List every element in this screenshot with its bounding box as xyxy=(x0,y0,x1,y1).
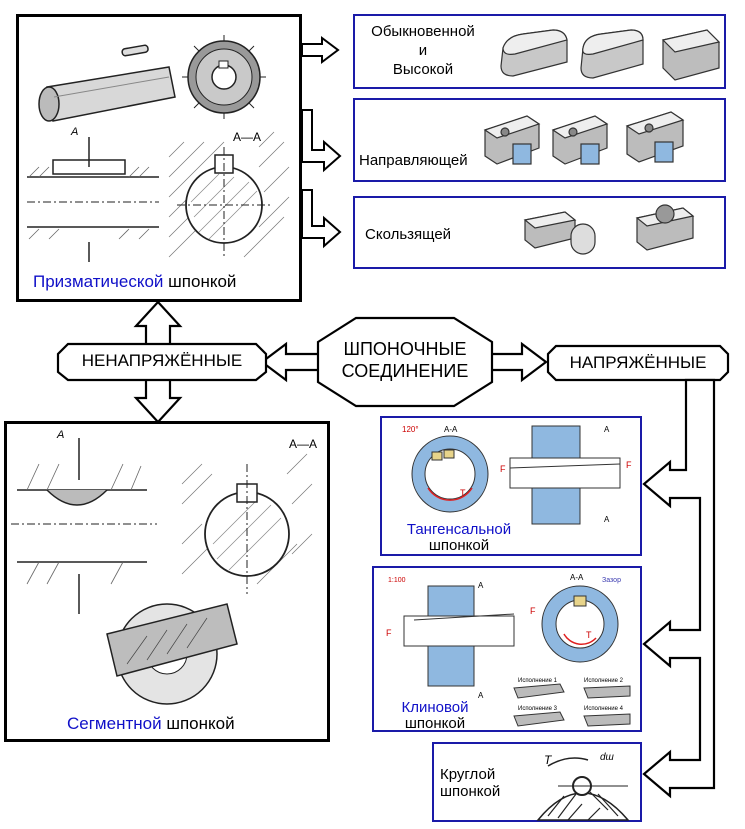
wedge-variant-4: Исполнение 4 xyxy=(584,706,624,712)
hub-line2: СОЕДИНЕНИЕ xyxy=(341,361,469,381)
sliding-key-label: Скользящей xyxy=(365,226,452,243)
prismatic-key-illustration: A A—A xyxy=(27,35,290,262)
wedge-cut-bottom: A xyxy=(478,691,484,700)
wedge-caption: Клиновой шпонкой xyxy=(390,700,480,732)
wedge-force-right: F xyxy=(530,606,536,616)
right-node-shape xyxy=(546,344,730,382)
tangential-caption-colored: Тангенсальной xyxy=(406,521,512,538)
prismatic-key-box: A A—A Призматической шпонкой xyxy=(16,14,302,302)
wedge-variant-1: Исполнение 1 xyxy=(518,678,558,684)
hub-line1: ШПОНОЧНЫЕ xyxy=(343,339,467,359)
ordinary-line3: Высокой xyxy=(392,61,454,78)
round-dim-label: dш xyxy=(600,752,615,763)
wedge-slope-label: 1:100 xyxy=(388,577,406,584)
wedge-key-illustration: 1:100 F F A A A-A Зазор T Исполнение 1 И… xyxy=(386,573,631,727)
ordinary-key-images xyxy=(500,29,721,81)
prismatic-caption: Призматической шпонкой xyxy=(33,272,236,292)
tangential-key-illustration: 120° A-A T F F A A xyxy=(402,425,632,525)
tangential-force-right: F xyxy=(626,460,632,470)
tangential-torque-label: T xyxy=(460,488,466,498)
wedge-cut-top: A xyxy=(478,581,484,590)
guide-key-label: Направляющей xyxy=(359,152,468,169)
tangential-angle-label: 120° xyxy=(402,425,419,434)
tangential-caption: Тангенсальной шпонкой xyxy=(384,522,534,554)
sliding-key-box: Скользящей xyxy=(353,196,726,269)
left-node-shape xyxy=(56,342,268,382)
segment-section-label: A—A xyxy=(289,437,317,451)
round-torque-label: T xyxy=(544,753,553,767)
tangential-key-box: 120° A-A T F F A A Тангенсальной шпонкой xyxy=(380,416,642,556)
sliding-key-images xyxy=(523,204,695,255)
round-line1: Круглой xyxy=(440,766,496,783)
wedge-force-left: F xyxy=(386,628,392,638)
wedge-key-box: 1:100 F F A A A-A Зазор T Исполнение 1 И… xyxy=(372,566,642,732)
prismatic-section-label: A—A xyxy=(233,130,261,144)
prismatic-caption-colored: Призматической xyxy=(33,272,164,291)
left-node-label: НЕНАПРЯЖЁННЫЕ xyxy=(81,351,243,370)
tangential-cut-bottom: A xyxy=(604,515,610,524)
arrow-to-ordinary xyxy=(301,36,340,64)
arrow-to-guide xyxy=(301,109,342,173)
ordinary-key-label: Обыкновенной и Высокой xyxy=(359,22,487,79)
wedge-variant-3: Исполнение 3 xyxy=(518,706,558,712)
round-line2: шпонкой xyxy=(440,783,501,800)
arrow-to-sliding xyxy=(301,189,342,249)
ordinary-key-box: Обыкновенной и Высокой xyxy=(353,14,726,89)
ordinary-line1: Обыкновенной xyxy=(371,23,475,40)
wedge-caption-plain: шпонкой xyxy=(404,715,466,732)
wedge-section-label: A-A xyxy=(570,573,584,582)
tangential-caption-plain: шпонкой xyxy=(428,537,490,554)
round-caption: Круглой шпонкой xyxy=(440,766,500,800)
segment-caption-plain: шпонкой xyxy=(166,714,235,733)
prismatic-cut-label-top: A xyxy=(70,126,78,138)
tensioned-bus xyxy=(642,378,716,799)
wedge-gap-label: Зазор xyxy=(602,577,621,584)
round-key-box: Круглой шпонкой T dш xyxy=(432,742,642,822)
right-node-label: НАПРЯЖЁННЫЕ xyxy=(569,353,707,372)
guide-key-images xyxy=(483,111,685,165)
wedge-torque-label: T xyxy=(586,630,592,640)
ordinary-line2: и xyxy=(418,42,428,59)
tangential-force-left: F xyxy=(500,464,506,474)
segment-caption: Сегментной шпонкой xyxy=(67,714,235,734)
hub-text: ШПОНОЧНЫЕ СОЕДИНЕНИЕ xyxy=(320,338,490,382)
segment-key-illustration: A A—A xyxy=(11,429,317,705)
hub-hexagon xyxy=(316,316,494,408)
prismatic-caption-plain: шпонкой xyxy=(168,272,237,291)
tangential-section-label: A-A xyxy=(444,425,458,434)
round-key-illustration: T dш xyxy=(536,752,630,821)
prismatic-type-arrows xyxy=(301,36,342,249)
segment-cut-label-top: A xyxy=(56,429,64,441)
tangential-cut-top: A xyxy=(604,425,610,434)
wedge-caption-colored: Клиновой xyxy=(401,699,469,716)
guide-key-box: Направляющей xyxy=(353,98,726,182)
segment-caption-colored: Сегментной xyxy=(67,714,162,733)
wedge-variant-2: Исполнение 2 xyxy=(584,678,624,684)
segment-key-box: A A—A Сегментной шпонкой xyxy=(4,421,330,742)
